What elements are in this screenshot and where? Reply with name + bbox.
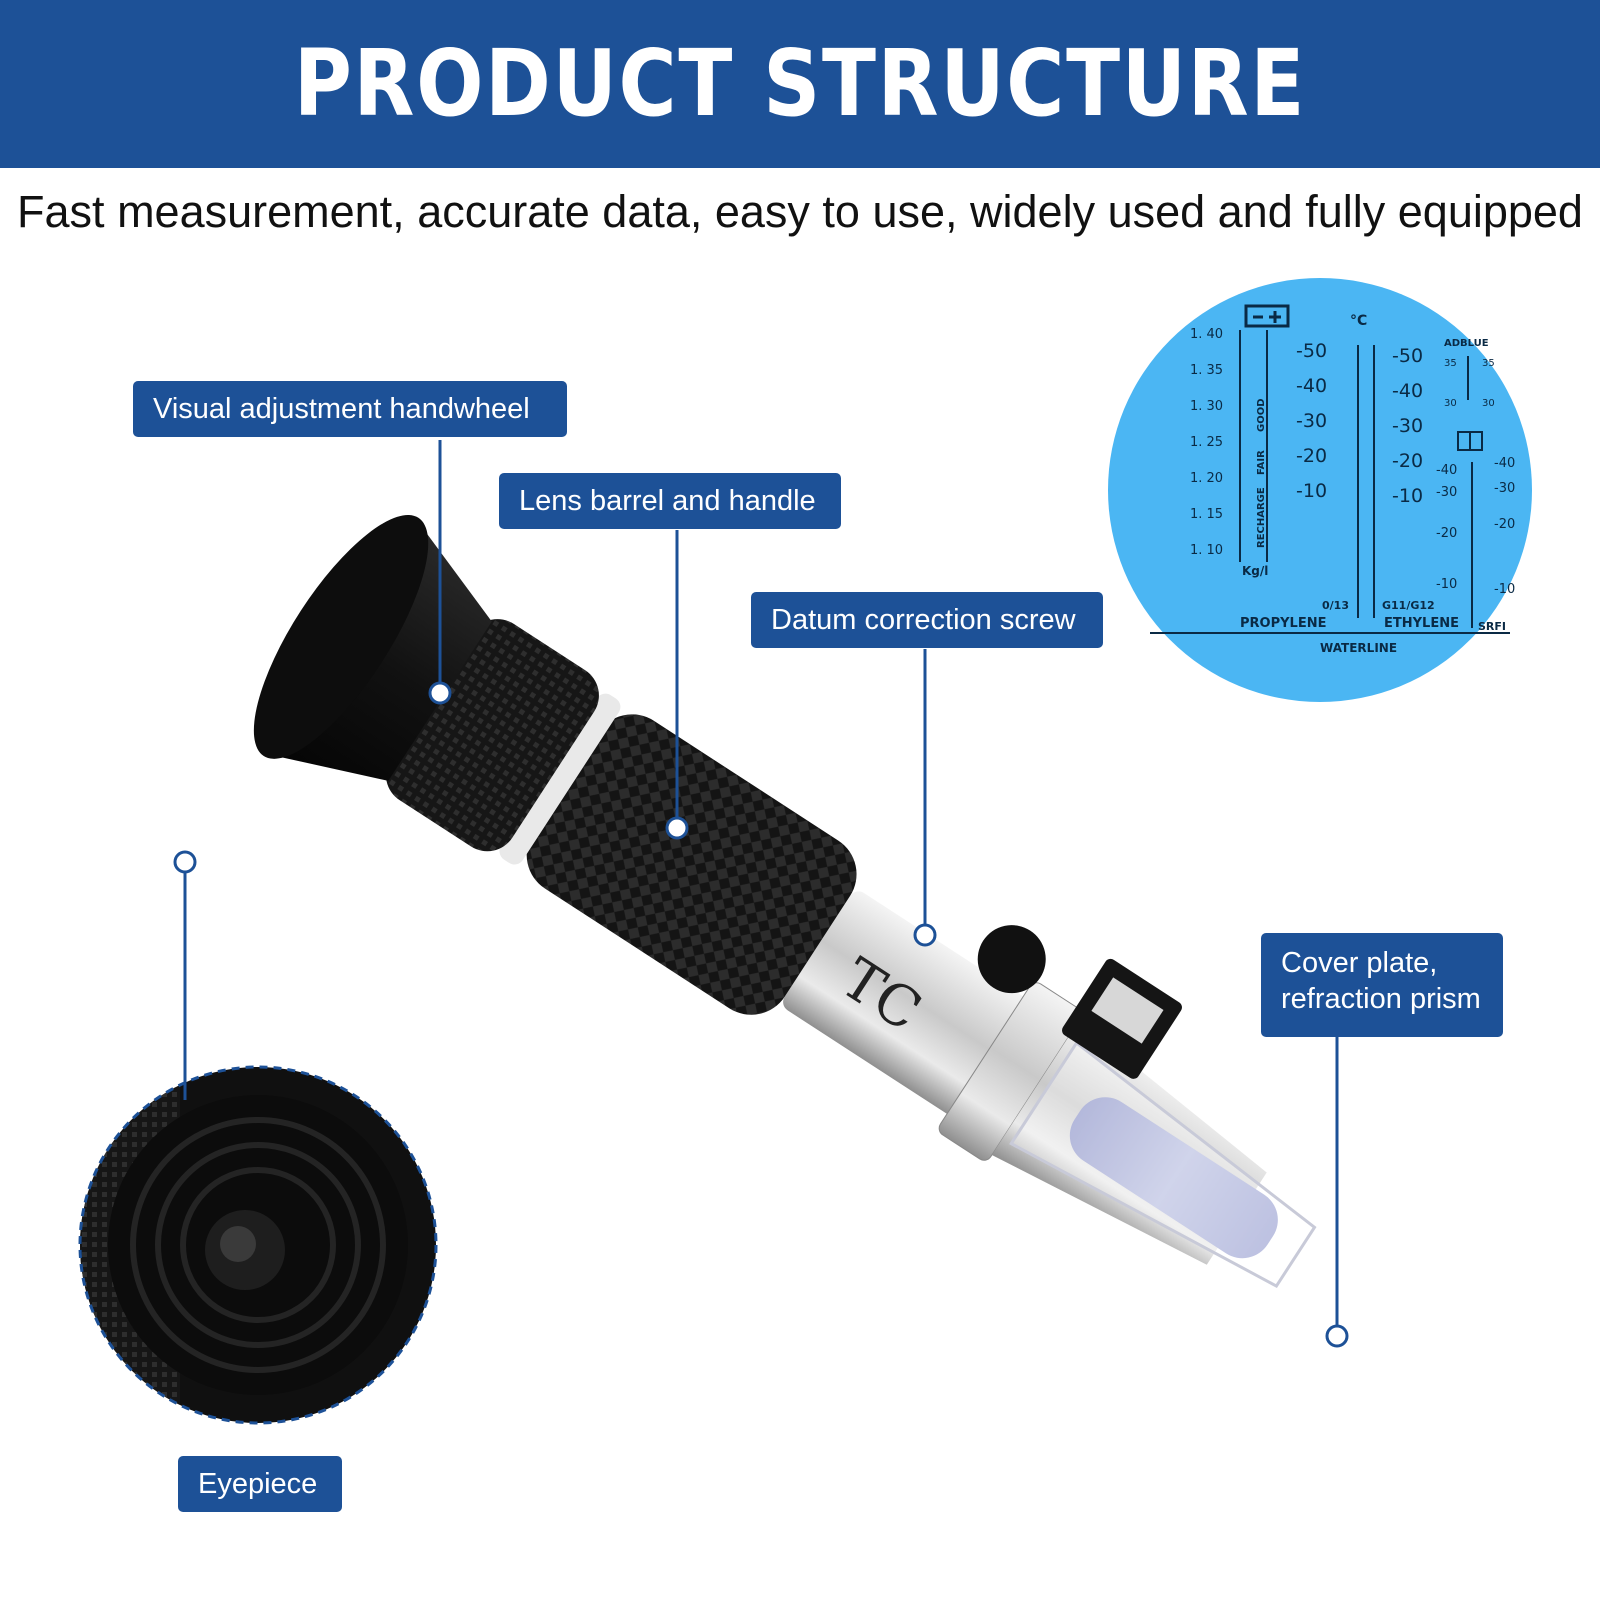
detail-dashed-outline <box>78 1065 438 1425</box>
sg-tick-2: 1. 30 <box>1190 399 1223 414</box>
waterline-label: WATERLINE <box>1320 641 1397 655</box>
barrel-dot <box>665 816 689 840</box>
ethylene-tick-3: -20 <box>1392 450 1423 472</box>
zone-good: GOOD <box>1256 398 1267 432</box>
srfi-label: SRFI <box>1478 620 1506 633</box>
knurled-grip <box>526 714 857 1015</box>
ethylene-tick-1: -40 <box>1392 380 1423 402</box>
adblue-tick-2: 30 <box>1444 398 1457 409</box>
label-g11-g12: G11/G12 <box>1382 599 1435 612</box>
zone-fair: FAIR <box>1256 450 1267 475</box>
srfi-right-tick-2: -20 <box>1494 517 1515 532</box>
scale-circle <box>1108 278 1532 702</box>
propylene-tick-1: -40 <box>1296 375 1327 397</box>
cover-label: Cover plate, refraction prism <box>1261 933 1503 1037</box>
sg-tick-4: 1. 20 <box>1190 471 1223 486</box>
refraction-prism <box>1069 1097 1278 1259</box>
page-title: PRODUCT STRUCTURE ANALYSIS <box>293 30 1307 305</box>
ethylene-label: ETHYLENE <box>1384 616 1459 631</box>
refractometer: TC <box>253 514 1317 1289</box>
white-ring <box>499 693 621 865</box>
datum-screw <box>977 925 1046 994</box>
screw-label: Datum correction screw <box>751 592 1103 648</box>
cover-dot <box>1325 1324 1349 1348</box>
ethylene-tick-4: -10 <box>1392 485 1423 507</box>
callout-lines <box>173 440 1349 1348</box>
srfi-left-tick-3: -10 <box>1436 577 1457 592</box>
sg-tick-6: 1. 10 <box>1190 543 1223 558</box>
propylene-tick-0: -50 <box>1296 340 1327 362</box>
srfi-right-tick-1: -30 <box>1494 481 1515 496</box>
ethylene-tick-2: -30 <box>1392 415 1423 437</box>
zone-recharge: RECHARGE <box>1256 487 1267 548</box>
minus-plus-box <box>1244 304 1290 328</box>
eyepiece-rim <box>253 514 429 759</box>
adjustment-handwheel <box>385 619 599 852</box>
eyepiece-dot <box>173 850 197 874</box>
srfi-left-tick-0: -40 <box>1436 463 1457 478</box>
propylene-tick-4: -10 <box>1296 480 1327 502</box>
sg-tick-3: 1. 25 <box>1190 435 1223 450</box>
barrel-label: Lens barrel and handle <box>499 473 841 529</box>
propylene-tick-3: -20 <box>1296 445 1327 467</box>
sg-tick-1: 1. 35 <box>1190 363 1223 378</box>
screw-dot <box>913 923 937 947</box>
srfi-right-tick-3: -10 <box>1494 582 1515 597</box>
propylene-label: PROPYLENE <box>1240 616 1326 631</box>
srfi-left-tick-1: -30 <box>1436 485 1457 500</box>
eyepiece-detail <box>78 1065 438 1425</box>
handwheel-label: Visual adjustment handwheel <box>133 381 567 437</box>
scale-view: 1. 40 1. 35 1. 30 1. 25 1. 20 1. 15 1. 1… <box>1108 278 1532 702</box>
adblue-tick-0: 35 <box>1444 358 1457 369</box>
adblue-label: ADBLUE <box>1444 338 1489 349</box>
cover-plate <box>1009 1040 1317 1289</box>
srfi-left-tick-2: -20 <box>1436 526 1457 541</box>
ethylene-tick-0: -50 <box>1392 345 1423 367</box>
adblue-tick-3: 30 <box>1482 398 1495 409</box>
unit-kgl: Kg/l <box>1242 564 1268 578</box>
subtitle: Fast measurement, accurate data, easy to… <box>17 186 1583 237</box>
adblue-tick-1: 35 <box>1482 358 1495 369</box>
sg-tick-0: 1. 40 <box>1190 327 1223 342</box>
header-banner: PRODUCT STRUCTURE ANALYSIS <box>0 0 1600 305</box>
handwheel-dot <box>428 681 452 705</box>
sg-tick-5: 1. 15 <box>1190 507 1223 522</box>
propylene-tick-2: -30 <box>1296 410 1327 432</box>
srfi-right-tick-0: -40 <box>1494 456 1515 471</box>
hinge-clip <box>1091 977 1164 1044</box>
label-013: 0/13 <box>1322 599 1349 612</box>
silver-body <box>783 891 1028 1116</box>
eyepiece-label: Eyepiece <box>178 1456 342 1512</box>
celsius-label: °C <box>1350 313 1367 329</box>
